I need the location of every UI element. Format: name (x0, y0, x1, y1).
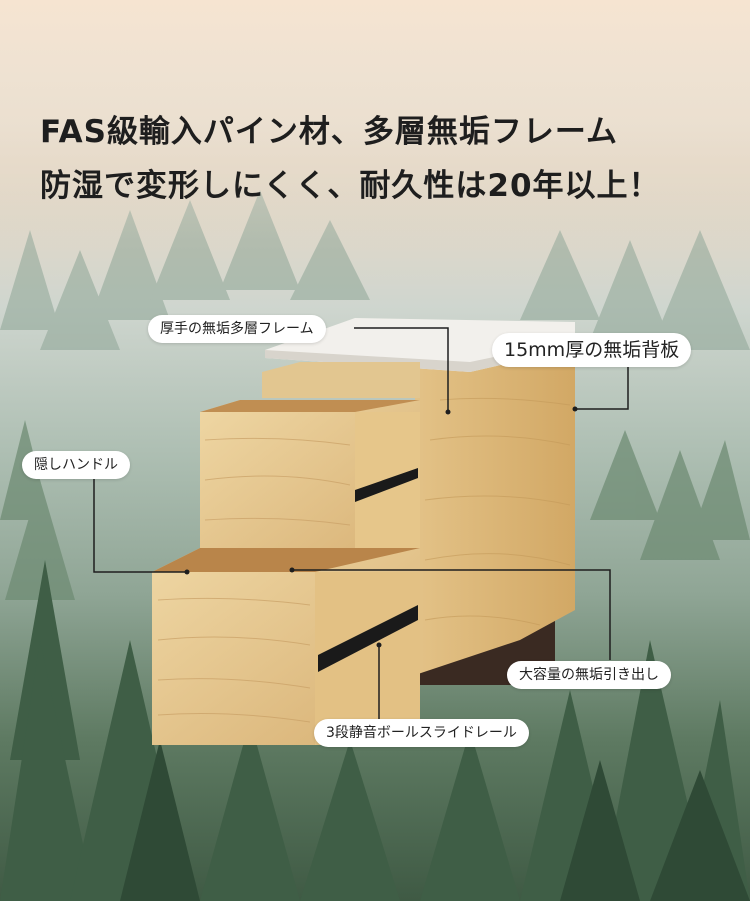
bottom-slide-rail (318, 605, 418, 672)
top-slide-rail (355, 468, 418, 502)
headline-line-2: 防湿で変形しにくく、耐久性は20年以上！ (40, 168, 661, 204)
frame-leader-line (354, 327, 449, 412)
drawer-leader-line (292, 569, 611, 660)
handle-leader-line (93, 478, 187, 573)
callout-frame: 厚手の無垢多層フレーム (148, 315, 326, 343)
callout-handle: 隠しハンドル (22, 451, 130, 479)
backpanel-leader-line (575, 366, 629, 410)
callout-back-panel: 15mm厚の無垢背板 (492, 333, 692, 367)
headline-line-1: FAS級輸入パイン材、多層無垢フレーム (40, 114, 619, 150)
callout-drawer: 大容量の無垢引き出し (507, 661, 671, 689)
callout-rail: 3段静音ボールスライドレール (314, 719, 529, 747)
